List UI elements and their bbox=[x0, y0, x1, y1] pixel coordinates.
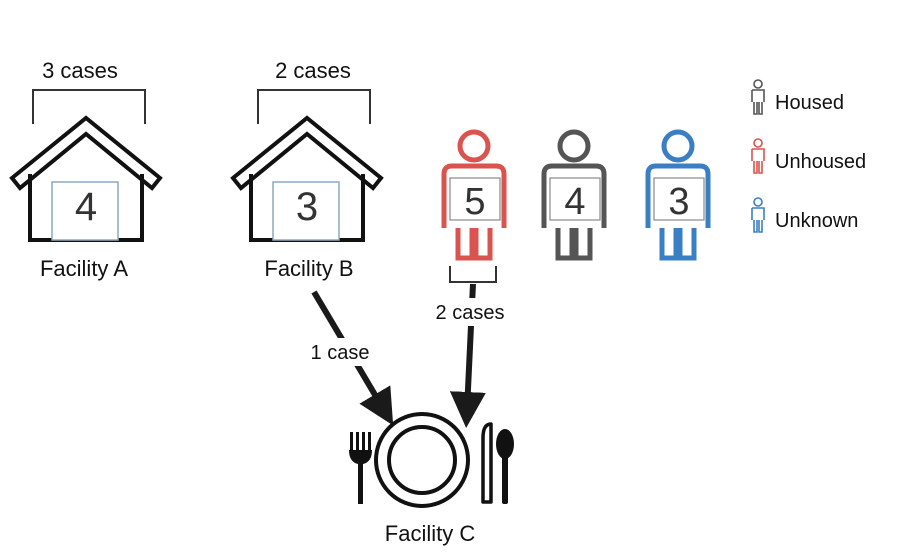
person-icon bbox=[751, 197, 765, 233]
arrow-unhoused-to-c-label: 2 cases bbox=[436, 302, 505, 324]
legend-item-unknown: Unknown bbox=[751, 197, 858, 233]
facility-c-group: Facility C bbox=[349, 412, 514, 546]
facility-b-bracket bbox=[257, 89, 371, 124]
person-unknown: 3 bbox=[648, 132, 708, 258]
arrow-b-to-c-label: 1 case bbox=[311, 342, 370, 364]
facility-b-name: Facility B bbox=[264, 256, 353, 281]
legend-label-unhoused: Unhoused bbox=[775, 151, 866, 173]
legend-label-housed: Housed bbox=[775, 92, 844, 114]
facility-a-name: Facility A bbox=[40, 256, 128, 281]
legend-label-unknown: Unknown bbox=[775, 210, 858, 232]
facility-a-bracket bbox=[32, 89, 146, 124]
facility-a-cases-label: 3 cases bbox=[42, 58, 118, 83]
unhoused-count: 5 bbox=[464, 181, 485, 223]
unhoused-bracket bbox=[449, 266, 497, 283]
facility-a-group: 3 cases 4 Facility A bbox=[10, 58, 162, 281]
person-housed: 4 bbox=[544, 132, 604, 258]
legend-item-housed: Housed bbox=[751, 79, 844, 115]
housed-count: 4 bbox=[564, 181, 585, 223]
spoon-icon bbox=[496, 429, 514, 504]
plate-icon bbox=[374, 412, 470, 508]
person-icon bbox=[751, 138, 765, 174]
unknown-count: 3 bbox=[668, 181, 689, 223]
facility-b-count: 3 bbox=[296, 185, 318, 229]
legend: Housed Unhoused Unknown bbox=[751, 79, 866, 233]
facility-b-cases-label: 2 cases bbox=[275, 58, 351, 83]
person-icon bbox=[751, 79, 765, 115]
knife-icon bbox=[481, 422, 493, 504]
facility-b-group: 2 cases 3 Facility B bbox=[231, 58, 383, 281]
person-unhoused: 5 bbox=[444, 132, 504, 258]
facility-c-name: Facility C bbox=[385, 521, 476, 546]
legend-item-unhoused: Unhoused bbox=[751, 138, 866, 174]
facility-a-count: 4 bbox=[75, 185, 97, 229]
fork-icon bbox=[349, 432, 372, 504]
